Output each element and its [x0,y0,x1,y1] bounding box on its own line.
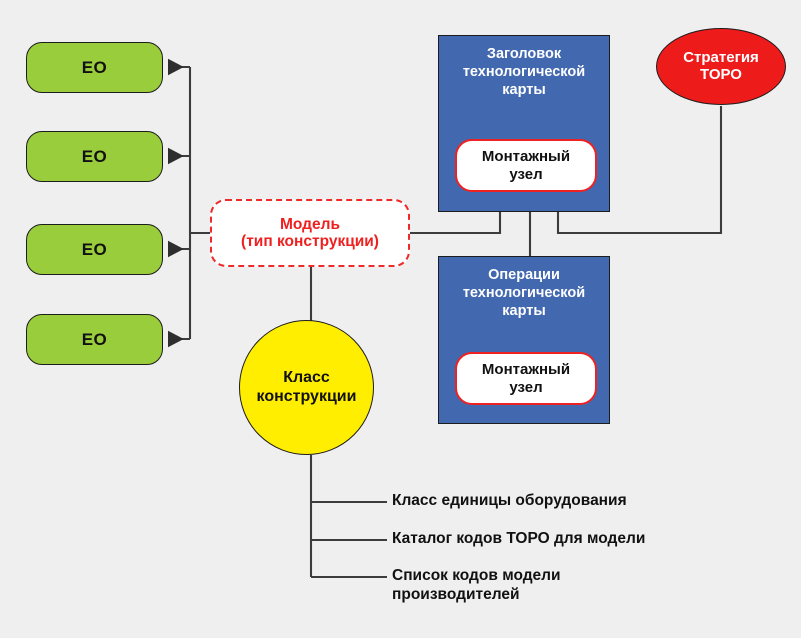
inner-node-assembly-operations-line2: узел [509,378,543,396]
strategy-node-line1: Стратегия [683,48,759,66]
blue-box-header-title-line1: Заголовок [486,46,562,62]
class-node-line1: Класс [283,368,330,386]
leaf-item-3[interactable]: Список кодов модели производителей [392,567,561,603]
eo-node-4[interactable]: ЕО [26,314,163,365]
class-node-line2: конструкции [256,387,357,405]
class-node[interactable]: Класс конструкции [239,320,374,455]
connector-blue-header-to-strategy [556,106,723,235]
eo-node-3[interactable]: ЕО [26,224,163,275]
inner-node-assembly-operations-line1: Монтажный [481,361,571,379]
blue-box-operations[interactable]: Операции технологической карты Монтажный… [438,256,610,424]
strategy-node[interactable]: Стратегия ТОРО [656,28,786,105]
blue-box-header-title-line2: технологической [462,64,586,81]
leaf-item-2[interactable]: Каталог кодов ТОРО для модели [392,530,646,547]
eo-node-2-label: ЕО [81,146,108,166]
strategy-node-line2: ТОРО [700,65,742,83]
eo-node-2[interactable]: ЕО [26,131,163,182]
inner-node-assembly-operations[interactable]: Монтажный узел [455,352,597,405]
eo-node-1-label: ЕО [81,57,108,77]
inner-node-assembly-header[interactable]: Монтажный узел [455,139,597,192]
blue-box-operations-title-line1: Операции [488,267,560,283]
blue-box-header[interactable]: Заголовок технологической карты Монтажны… [438,35,610,212]
blue-box-header-title-line3: карты [502,82,546,99]
inner-node-assembly-header-line1: Монтажный [481,148,571,166]
model-node-line1: Модель [279,215,340,233]
connector-model-to-blue-header [410,212,502,235]
model-node[interactable]: Модель (тип конструкции) [210,199,410,267]
blue-box-operations-title-line2: технологической [462,285,586,302]
inner-node-assembly-header-line2: узел [509,165,543,183]
leaf-item-1[interactable]: Класс единицы оборудования [392,492,627,509]
eo-node-3-label: ЕО [81,239,108,259]
model-node-line2: (тип конструкции) [241,233,379,250]
blue-box-operations-title-line3: карты [502,303,546,320]
eo-node-4-label: ЕО [81,329,108,349]
eo-node-1[interactable]: ЕО [26,42,163,93]
